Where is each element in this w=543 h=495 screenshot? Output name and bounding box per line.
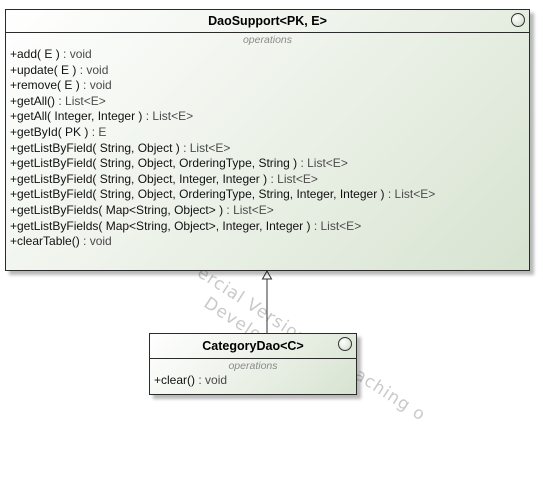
operation-return-type: : List<E>	[223, 202, 274, 217]
operation-signature: +getAll()	[10, 93, 56, 108]
operation-signature: +remove( E )	[10, 78, 80, 93]
operation-return-type: : List<E>	[179, 140, 231, 155]
operations-list: +add( E ) : void +update( E ) : void +re…	[6, 47, 529, 250]
operation-return-type: : E	[88, 124, 107, 139]
operation[interactable]: +update( E ) : void	[10, 63, 529, 79]
operation[interactable]: +add( E ) : void	[10, 47, 529, 63]
diagram-canvas: ercial Version for Teaching o Developmen…	[5, 9, 530, 426]
operation[interactable]: +getAll( Integer, Integer ) : List<E>	[10, 109, 529, 125]
hollow-triangle-arrow-icon	[261, 269, 273, 280]
class-dao-support[interactable]: DaoSupport<PK, E> operations +add( E ) :…	[5, 9, 530, 271]
operation[interactable]: +getListByFields( Map<String, Object>, I…	[10, 219, 529, 235]
operation-return-type: : List<E>	[384, 187, 436, 202]
operation-return-type: : void	[76, 62, 109, 77]
operation[interactable]: +remove( E ) : void	[10, 78, 529, 94]
operation[interactable]: +clear() : void	[154, 373, 356, 389]
circle-icon	[511, 13, 525, 27]
operation-signature: +getById( PK )	[10, 124, 89, 139]
operation[interactable]: +getAll() : List<E>	[10, 94, 529, 110]
operation[interactable]: +getById( PK ) : E	[10, 125, 529, 141]
operation-signature: +getAll( Integer, Integer )	[10, 109, 143, 124]
operation-signature: +getListByField( String, Object, Orderin…	[10, 187, 385, 202]
class-category-dao[interactable]: CategoryDao<C> operations +clear() : voi…	[149, 333, 357, 395]
operation-return-type: : void	[59, 47, 92, 61]
operation-return-type: : List<E>	[297, 156, 348, 171]
operation-signature: +clear()	[154, 373, 196, 387]
operation-return-type: : List<E>	[142, 109, 194, 124]
operation[interactable]: +getListByFields( Map<String, Object> ) …	[10, 203, 529, 219]
operation-signature: +update( E )	[10, 62, 77, 77]
operations-label: operations	[228, 360, 278, 372]
operation[interactable]: +getListByField( String, Object, Orderin…	[10, 187, 529, 203]
operation-signature: +clearTable()	[10, 234, 80, 249]
operations-list: +clear() : void	[150, 373, 356, 389]
class-name[interactable]: CategoryDao<C>	[202, 339, 304, 353]
operation[interactable]: +getListByField( String, Object ) : List…	[10, 141, 529, 157]
class-header: CategoryDao<C>	[150, 334, 356, 359]
operation-signature: +getListByField( String, Object )	[10, 140, 180, 155]
operation-return-type: : void	[195, 373, 228, 387]
operation-return-type: : List<E>	[310, 218, 362, 233]
operation-signature: +getListByField( String, Object, Orderin…	[10, 156, 298, 171]
operation-signature: +add( E )	[10, 47, 60, 61]
operation-return-type: : void	[79, 234, 112, 249]
operation-signature: +getListByFields( Map<String, Object> )	[10, 202, 224, 217]
operation[interactable]: +clearTable() : void	[10, 234, 529, 250]
operation-return-type: : List<E>	[55, 93, 106, 108]
circle-icon	[338, 337, 352, 351]
operation-signature: +getListByFields( Map<String, Object>, I…	[10, 218, 311, 233]
operation-signature: +getListByField( String, Object, Integer…	[10, 171, 268, 186]
operation[interactable]: +getListByField( String, Object, Orderin…	[10, 156, 529, 172]
operation-return-type: : List<E>	[267, 171, 318, 186]
class-name[interactable]: DaoSupport<PK, E>	[208, 14, 327, 28]
operation-return-type: : void	[79, 78, 112, 93]
operations-label: operations	[242, 34, 293, 46]
operation[interactable]: +getListByField( String, Object, Integer…	[10, 172, 529, 188]
class-header: DaoSupport<PK, E>	[6, 10, 529, 33]
